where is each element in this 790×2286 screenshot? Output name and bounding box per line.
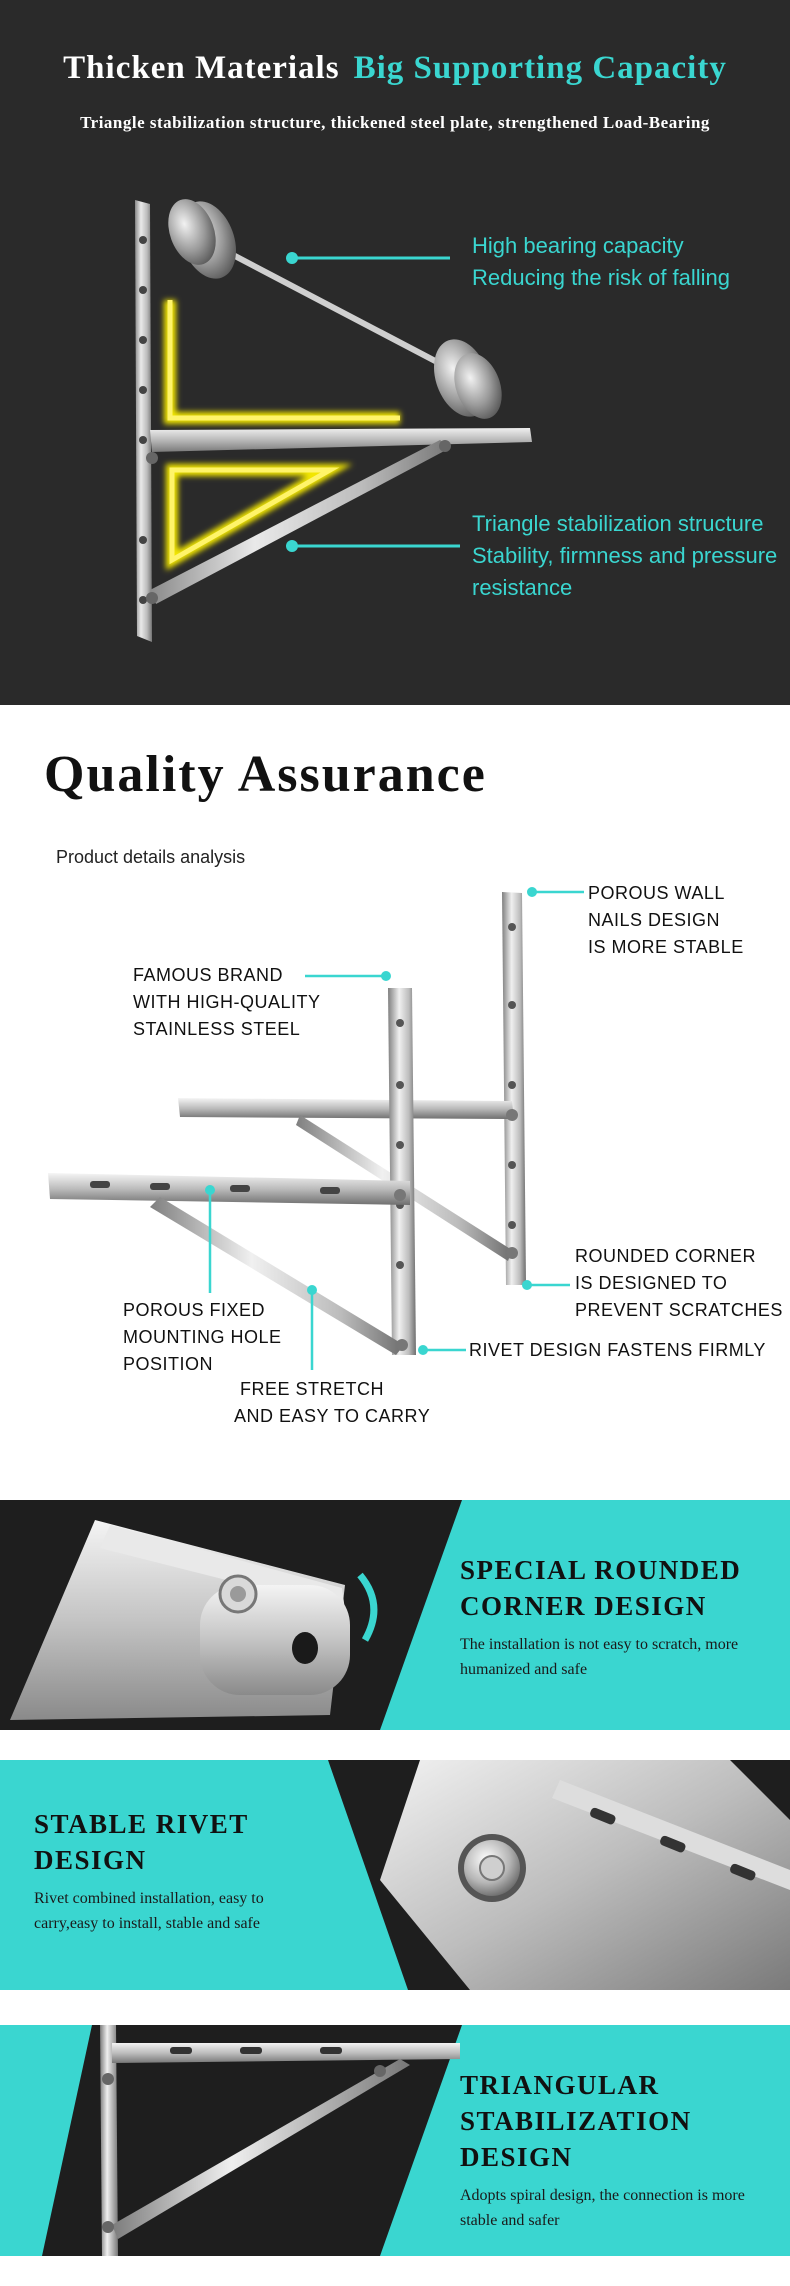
banner-title: STABLE RIVET DESIGN: [34, 1806, 264, 1878]
banner-title: SPECIAL ROUNDED CORNER DESIGN: [460, 1552, 741, 1624]
banner-text: STABLE RIVET DESIGN Rivet combined insta…: [34, 1806, 264, 1936]
hero-title-white: Thicken Materials: [63, 50, 340, 86]
banner-title-line: DESIGN: [34, 1845, 147, 1875]
label-line: WITH HIGH-QUALITY: [133, 992, 321, 1012]
quality-section: Quality Assurance Product details analys…: [0, 705, 790, 1500]
banner-title-line: DESIGN: [460, 2142, 573, 2172]
banner-title-line: STABLE RIVET: [34, 1809, 249, 1839]
hero-section: Thicken Materials Big Supporting Capacity…: [0, 0, 790, 705]
banner-rounded-corner: SPECIAL ROUNDED CORNER DESIGN The instal…: [0, 1500, 790, 1730]
quality-subheading: Product details analysis: [56, 847, 246, 867]
callout-line: Triangle stabilization structure: [472, 511, 764, 536]
banner-title-line: STABILIZATION: [460, 2106, 692, 2136]
label-line: PREVENT SCRATCHES: [575, 1300, 783, 1320]
banner-title-line: TRIANGULAR: [460, 2070, 660, 2100]
quality-heading: Quality Assurance: [44, 746, 487, 803]
hero-title: Thicken Materials Big Supporting Capacity: [0, 50, 790, 87]
banner-description: Adopts spiral design, the connection is …: [460, 2183, 745, 2233]
hero-title-cyan: Big Supporting Capacity: [353, 50, 727, 86]
banner-desc-line: carry,easy to install, stable and safe: [34, 1915, 260, 1932]
hero-subtitle: Triangle stabilization structure, thicke…: [80, 113, 710, 132]
callout-line: Reducing the risk of falling: [472, 265, 731, 290]
triangular-bracket-photo: [0, 2025, 790, 2256]
callout-line: resistance: [472, 575, 573, 600]
callout-triangle-structure: Triangle stabilization structure Stabili…: [472, 508, 777, 604]
label-line: IS DESIGNED TO: [575, 1273, 728, 1293]
spacer: [0, 1990, 790, 2025]
label-famous-brand: FAMOUS BRAND WITH HIGH-QUALITY STAINLESS…: [133, 962, 321, 1043]
highlight-glow: [164, 300, 400, 571]
banner-description: The installation is not easy to scratch,…: [460, 1632, 741, 1682]
label-porous-fixed: POROUS FIXED MOUNTING HOLE POSITION: [123, 1297, 282, 1378]
bracket-with-barbell-image: [135, 199, 532, 642]
label-rivet-design: RIVET DESIGN FASTENS FIRMLY: [469, 1337, 766, 1364]
banner-title-line: CORNER DESIGN: [460, 1591, 707, 1621]
banner-triangular: TRIANGULAR STABILIZATION DESIGN Adopts s…: [0, 2025, 790, 2256]
label-rounded-corner: ROUNDED CORNER IS DESIGNED TO PREVENT SC…: [575, 1243, 783, 1324]
banner-desc-line: Adopts spiral design, the connection is …: [460, 2187, 745, 2204]
label-line: AND EASY TO CARRY: [234, 1406, 431, 1426]
label-line: POROUS WALL: [588, 883, 725, 903]
banner-text: TRIANGULAR STABILIZATION DESIGN Adopts s…: [460, 2067, 745, 2233]
brackets-detail-image: [48, 887, 584, 1370]
banner-text: SPECIAL ROUNDED CORNER DESIGN The instal…: [460, 1552, 741, 1682]
banner-desc-line: Rivet combined installation, easy to: [34, 1890, 264, 1907]
label-line: POROUS FIXED: [123, 1300, 266, 1320]
callout-line: Stability, firmness and pressure: [472, 543, 778, 568]
callout-bearing-capacity: High bearing capacity Reducing the risk …: [472, 230, 730, 294]
label-line: RIVET DESIGN FASTENS FIRMLY: [469, 1340, 766, 1360]
rivet-photo: [0, 1760, 790, 1990]
spacer: [0, 1730, 790, 1760]
label-line: FREE STRETCH: [240, 1379, 385, 1399]
label-line: POSITION: [123, 1354, 214, 1374]
banner-desc-line: The installation is not easy to scratch,…: [460, 1636, 739, 1653]
label-line: NAILS DESIGN: [588, 910, 721, 930]
label-line: FAMOUS BRAND: [133, 965, 284, 985]
banner-description: Rivet combined installation, easy to car…: [34, 1886, 264, 1936]
banner-desc-line: humanized and safe: [460, 1661, 588, 1678]
banner-title: TRIANGULAR STABILIZATION DESIGN: [460, 2067, 745, 2175]
callout-line: High bearing capacity: [472, 233, 684, 258]
banner-stable-rivet: STABLE RIVET DESIGN Rivet combined insta…: [0, 1760, 790, 1990]
label-line: ROUNDED CORNER: [575, 1246, 757, 1266]
banner-desc-line: stable and safer: [460, 2212, 560, 2229]
rounded-corner-photo: [0, 1500, 790, 1730]
label-free-stretch: FREE STRETCH AND EASY TO CARRY: [234, 1376, 430, 1430]
label-line: MOUNTING HOLE: [123, 1327, 282, 1347]
label-line: STAINLESS STEEL: [133, 1019, 301, 1039]
banner-title-line: SPECIAL ROUNDED: [460, 1555, 742, 1585]
label-line: IS MORE STABLE: [588, 937, 744, 957]
label-porous-wall: POROUS WALL NAILS DESIGN IS MORE STABLE: [588, 880, 744, 961]
